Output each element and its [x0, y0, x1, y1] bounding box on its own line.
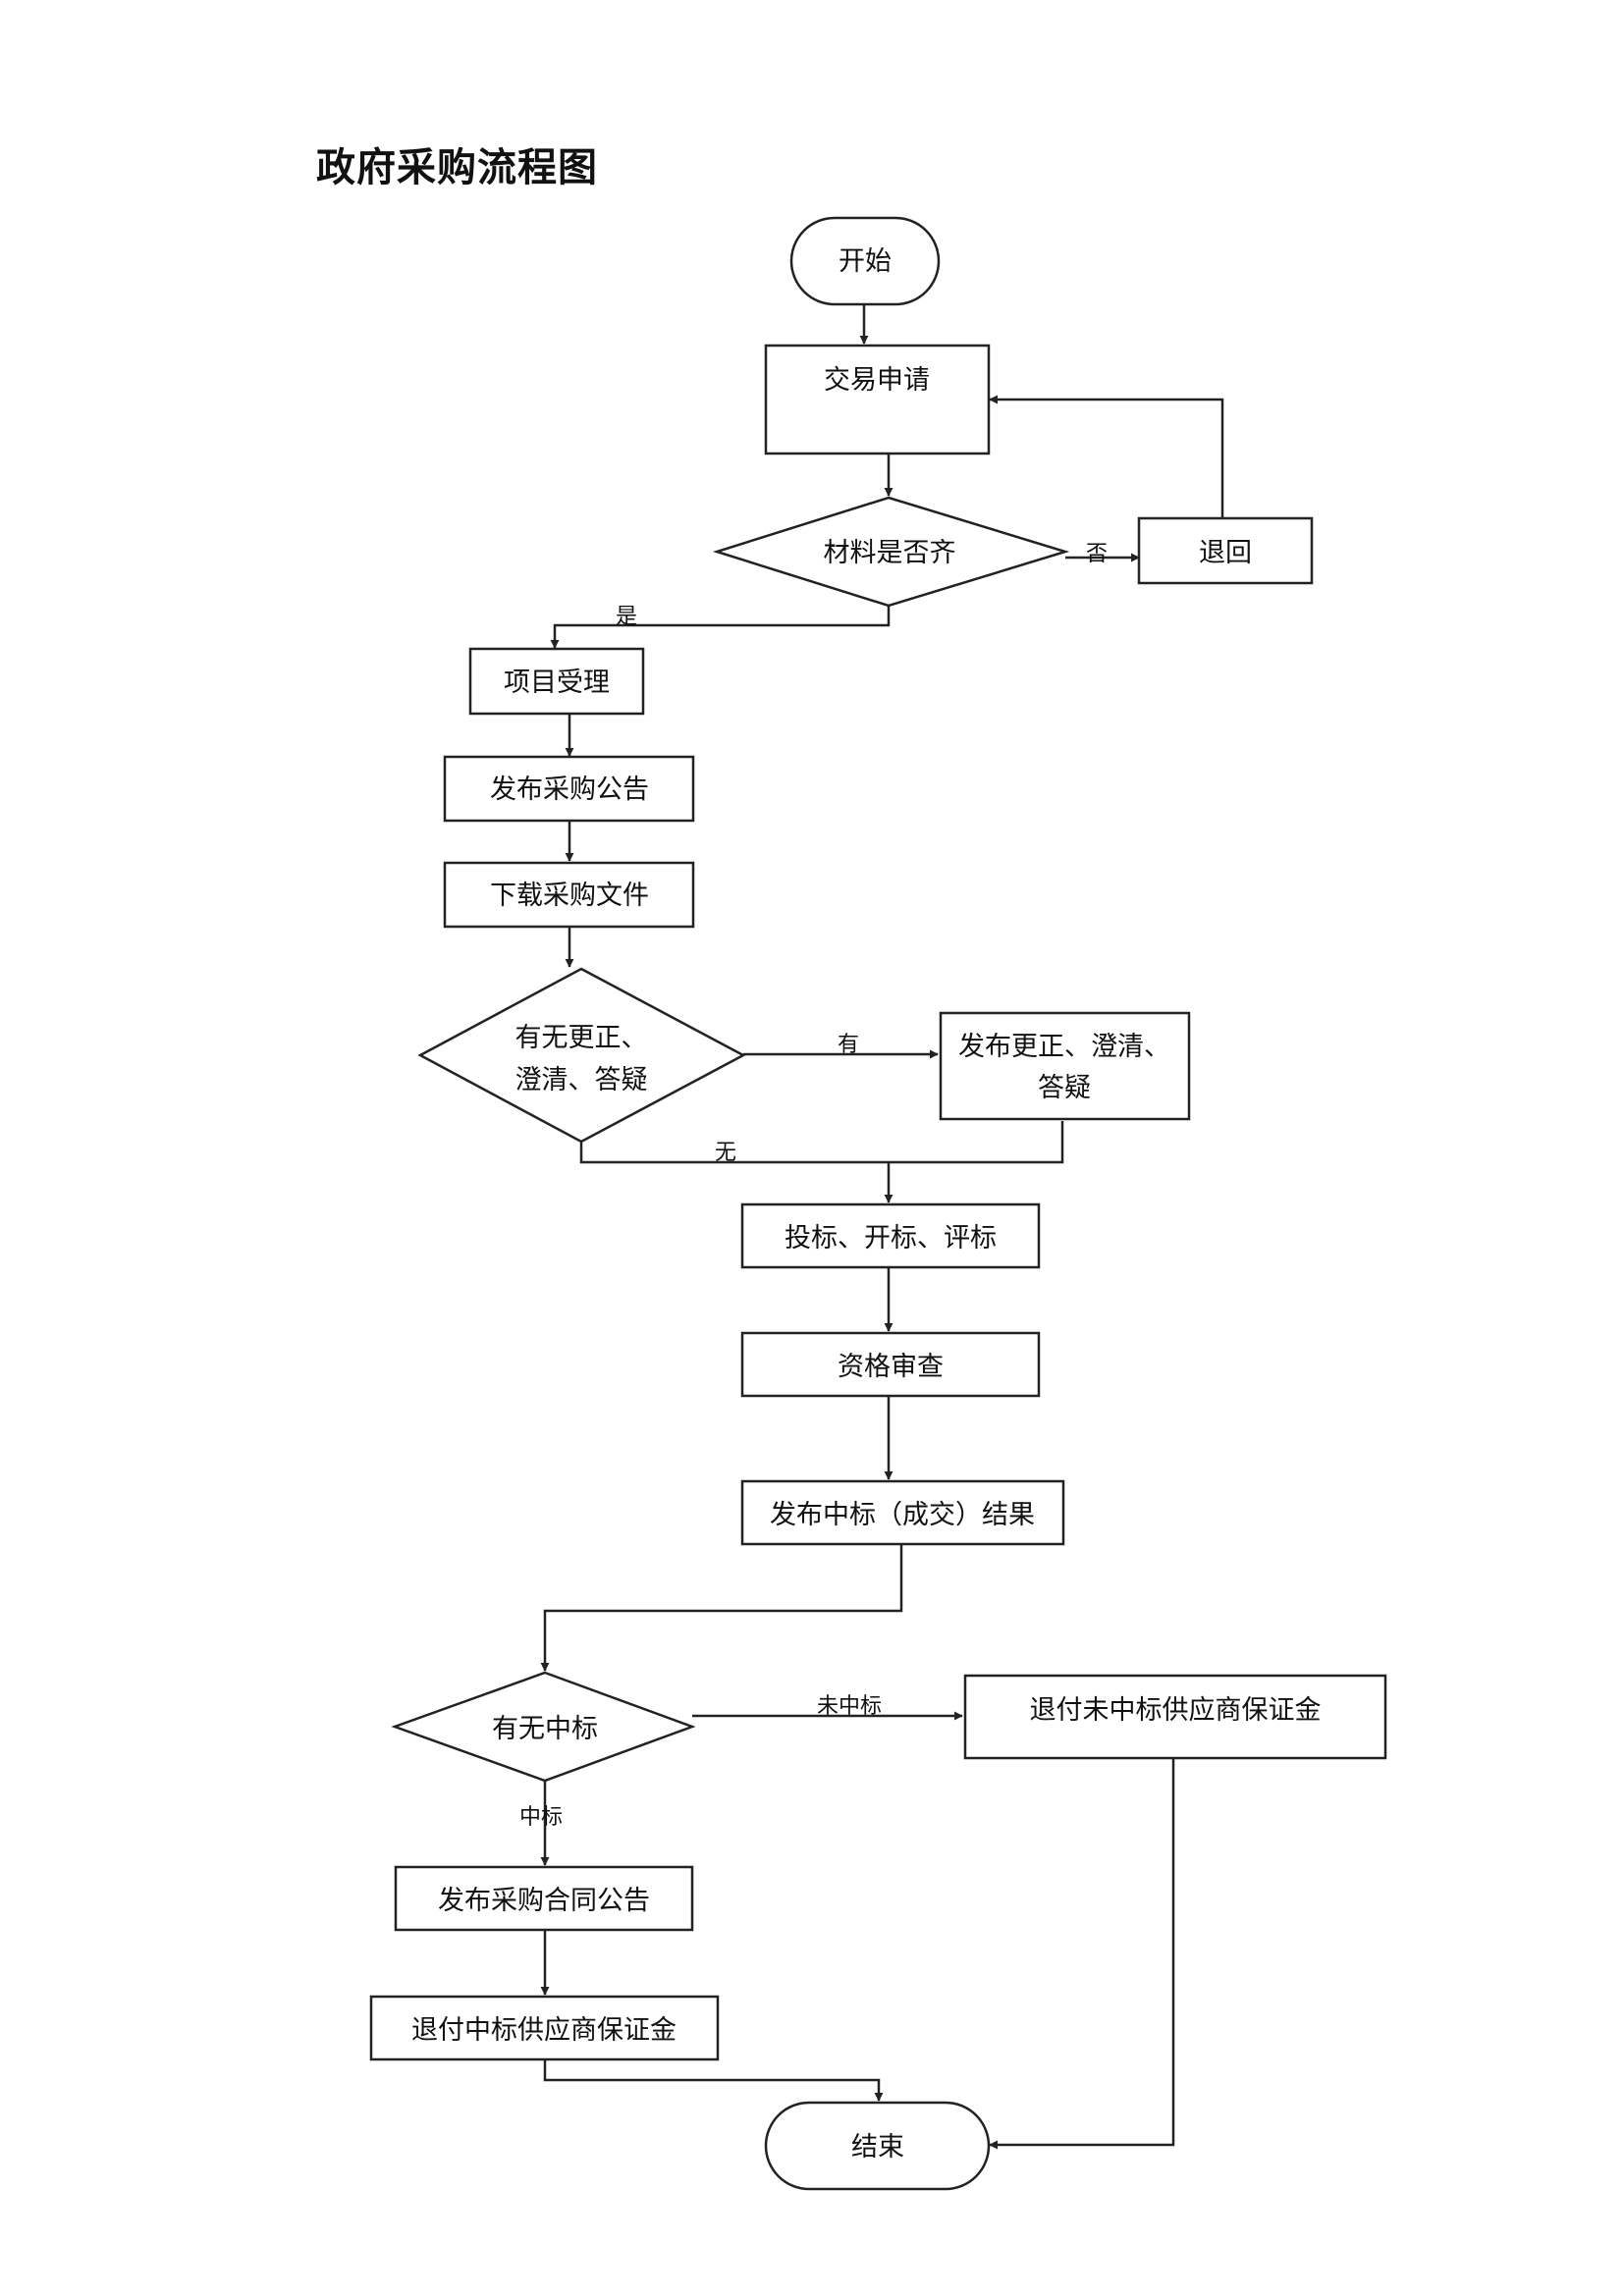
qualification-node: [740, 1331, 1041, 1398]
publish-result-node: [740, 1479, 1065, 1546]
edge-check-accept: [550, 607, 891, 649]
accept-label: 项目受理: [504, 667, 610, 698]
edge-label-won: 中标: [519, 1805, 563, 1830]
accept-node: [468, 647, 645, 716]
bid-label: 投标、开标、评标: [785, 1223, 997, 1254]
edge-label-none: 无: [715, 1141, 736, 1165]
edge-label-not-won: 未中标: [817, 1694, 882, 1719]
end-node: [764, 2101, 991, 2191]
start-node: [789, 216, 941, 306]
nodes: 开始 交易申请 材料是否齐 退回 项目受理 发布采购公告 下载采购文件 有无更正…: [369, 216, 1387, 2191]
check-win-node: [391, 1671, 696, 1783]
publish-notice-label: 发布采购公告: [490, 774, 649, 805]
edge-checknone-bid: [579, 1121, 1064, 1164]
publish-contract-node: [394, 1865, 694, 1932]
check-changes-label-1: 有无更正、: [515, 1023, 648, 1053]
edges: [540, 304, 1224, 2150]
edge-labels: 否 是 有 无 未中标 中标: [519, 542, 1108, 1830]
edge-result-checkwin: [540, 1544, 903, 1672]
check-materials-label: 材料是否齐: [824, 538, 956, 568]
check-changes-label-2: 澄清、答疑: [515, 1065, 648, 1095]
edge-label-no: 否: [1086, 542, 1108, 566]
refund-losers-node: [963, 1674, 1387, 1760]
edge-return-apply: [989, 395, 1224, 517]
refund-losers-label: 退付未中标供应商保证金: [1030, 1695, 1322, 1726]
download-docs-node: [443, 861, 695, 929]
qualification-label: 资格审查: [838, 1352, 944, 1382]
publish-result-label: 发布中标（成交）结果: [770, 1500, 1035, 1530]
apply-label: 交易申请: [824, 365, 930, 396]
bid-node: [740, 1202, 1041, 1269]
return-node: [1137, 516, 1314, 585]
download-docs-label: 下载采购文件: [490, 881, 649, 911]
publish-notice-node: [443, 755, 695, 823]
end-label: 结束: [851, 2132, 904, 2163]
publish-changes-node: [939, 1011, 1191, 1121]
publish-contract-label: 发布采购合同公告: [438, 1886, 650, 1916]
refund-winner-label: 退付中标供应商保证金: [411, 2015, 677, 2046]
check-changes-node: [417, 967, 746, 1144]
check-win-label: 有无中标: [492, 1714, 598, 1744]
edge-label-yes: 是: [616, 605, 637, 629]
start-label: 开始: [839, 246, 892, 277]
apply-node: [764, 344, 991, 455]
refund-winner-node: [369, 1995, 720, 2061]
edge-label-has: 有: [838, 1033, 859, 1057]
publish-changes-label-1: 发布更正、澄清、: [958, 1032, 1170, 1062]
edge-refundwinner-end: [543, 2059, 884, 2102]
edge-refundlosers-end: [989, 1758, 1175, 2150]
check-materials-node: [712, 496, 1070, 608]
publish-changes-label-2: 答疑: [1038, 1073, 1091, 1103]
page-title: 政府采购流程图: [316, 144, 598, 190]
return-label: 退回: [1199, 538, 1252, 568]
